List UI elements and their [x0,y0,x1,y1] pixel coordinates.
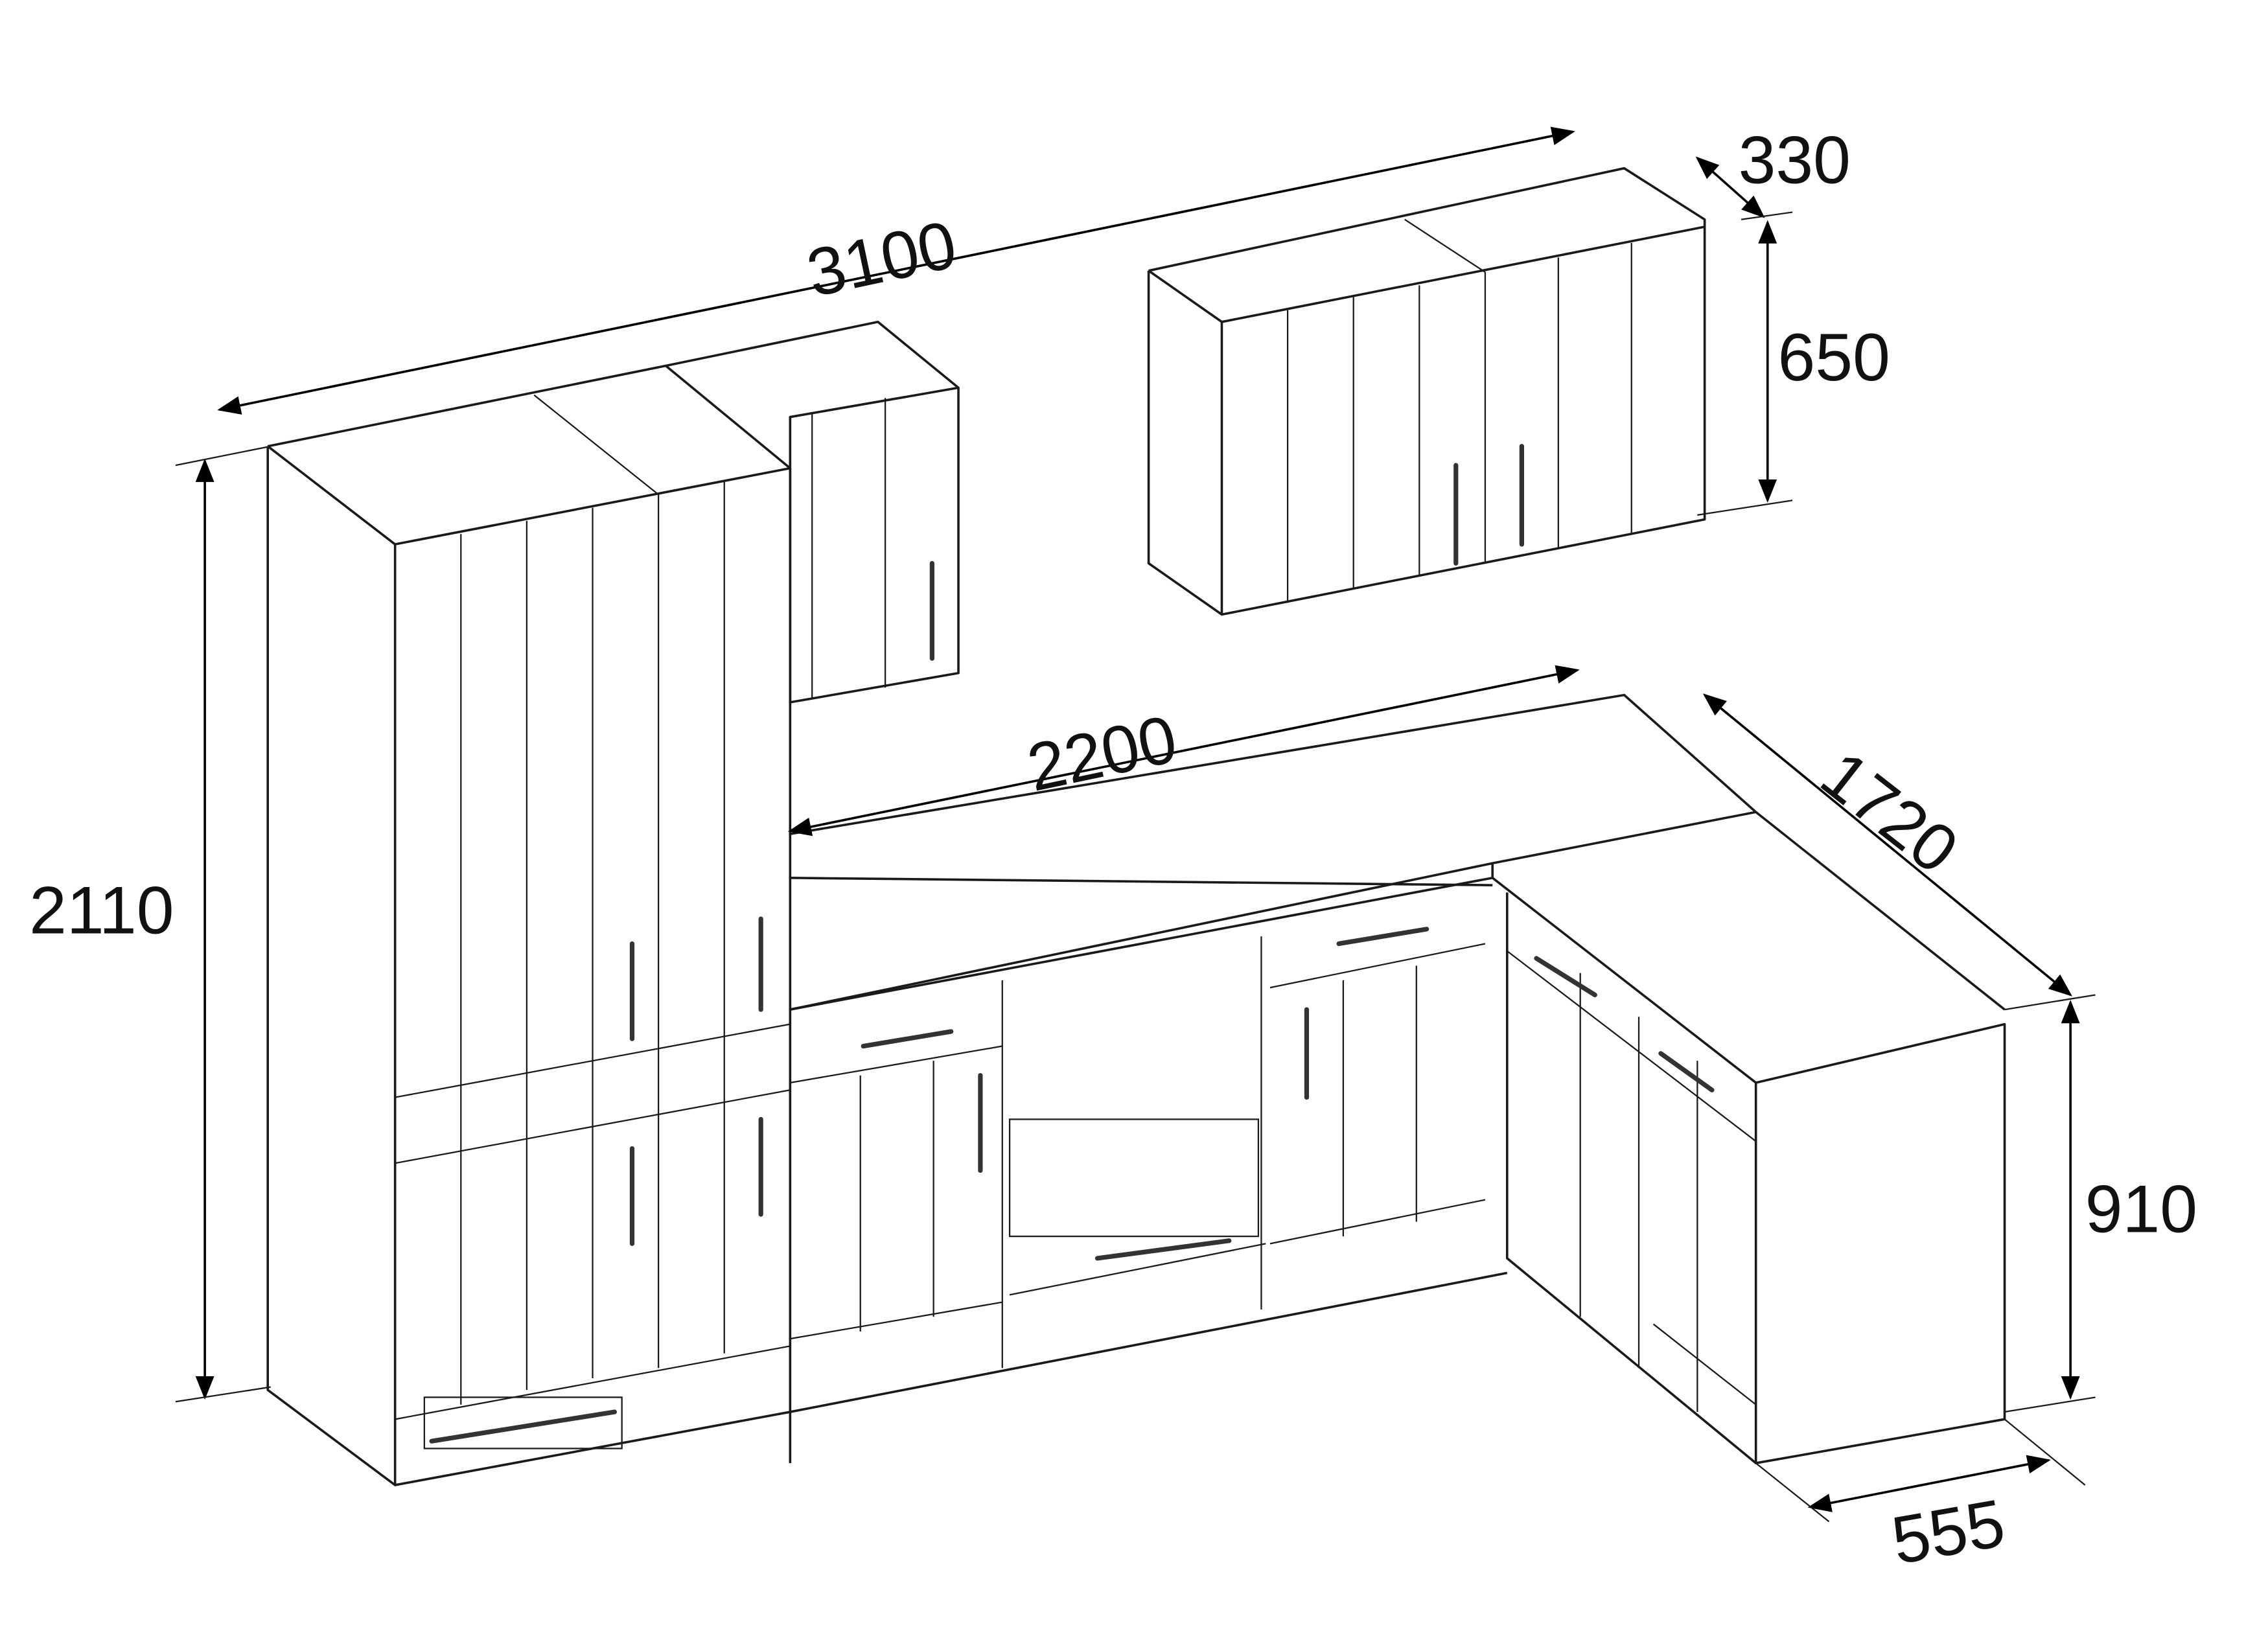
tall-cabinets [266,364,792,1486]
dim-3100: 3100 [801,207,963,312]
wall-cabinets-upper [1147,167,1706,616]
dim-650: 650 [1778,320,1890,395]
dim-330: 330 [1739,122,1851,198]
dim-2200: 2200 [1021,701,1183,806]
dim-2110: 2110 [29,873,174,949]
dim-910: 910 [2085,1171,2197,1247]
wall-cabinet-small [665,320,960,704]
dim-555: 555 [1886,1486,2010,1579]
dimension-lines [175,126,2096,1523]
base-cabinets [789,693,2006,1464]
dim-1720: 1720 [1807,737,1971,888]
